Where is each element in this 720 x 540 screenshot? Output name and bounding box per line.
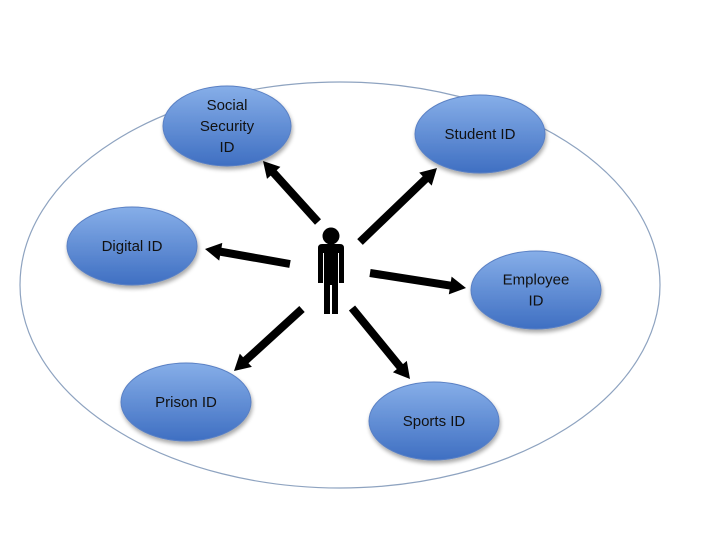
node-label-student-line-0: Student ID [445, 126, 516, 143]
node-label-employee-line-1: ID [529, 293, 544, 310]
node-ellipse-employee [470, 250, 602, 330]
node-label-digital-line-0: Digital ID [102, 238, 163, 255]
arrows-group [205, 161, 466, 379]
node-prison: Prison ID [120, 362, 252, 442]
arrow-to-prison [234, 306, 305, 371]
node-label-social-security-line-1: Security [200, 118, 255, 135]
arrow-to-student [357, 168, 437, 245]
arrow-to-sports [348, 305, 410, 379]
node-ellipse-sports [368, 381, 500, 461]
node-ellipse-digital [66, 206, 198, 286]
node-digital: Digital ID [66, 206, 198, 286]
node-ellipse-social-security [162, 85, 292, 167]
node-label-social-security-line-2: ID [220, 139, 235, 156]
node-label-prison-line-0: Prison ID [155, 394, 217, 411]
node-label-sports-line-0: Sports ID [403, 413, 466, 430]
arrow-to-digital [205, 242, 291, 268]
node-sports: Sports ID [368, 381, 500, 461]
arrow-to-social-security [263, 161, 321, 225]
person-icon [318, 227, 344, 314]
node-student: Student ID [414, 94, 546, 174]
node-ellipse-student [414, 94, 546, 174]
arrow-to-employee [369, 269, 466, 295]
outer-boundary-ellipse [19, 81, 661, 489]
node-ellipse-prison [120, 362, 252, 442]
node-label-social-security-line-0: Social [207, 97, 248, 114]
node-label-employee-line-0: Employee [503, 272, 570, 289]
